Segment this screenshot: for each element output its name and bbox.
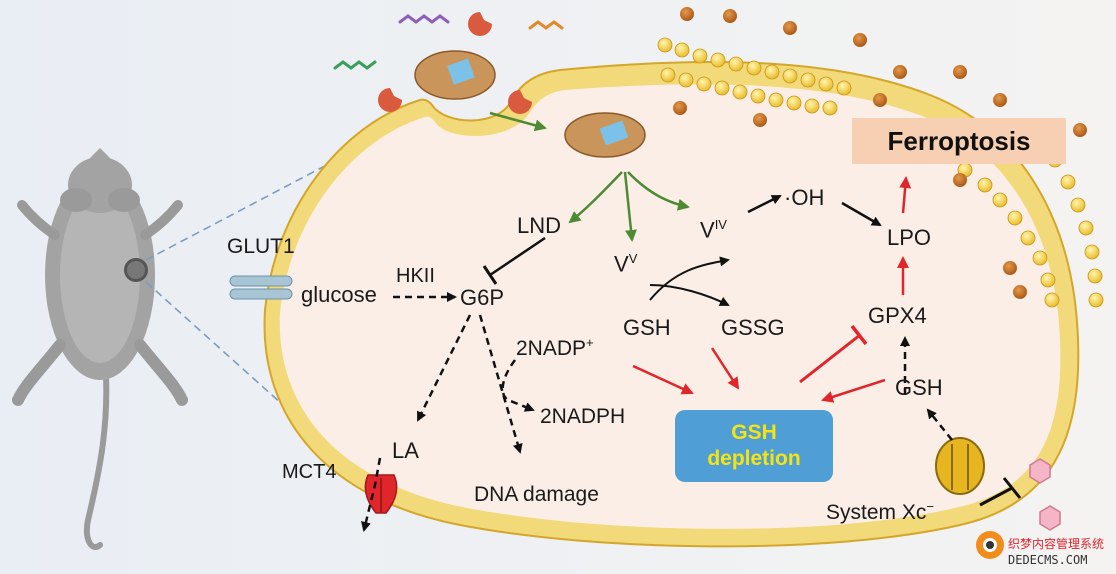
lipid-bilayer [657, 7, 1104, 308]
watermark-text-cn: 织梦内容管理系统 [1008, 537, 1105, 551]
watermark-text-en: DEDECMS.COM [1008, 553, 1088, 567]
label-v5: VV [614, 252, 637, 275]
label-system-xc: System Xc− [826, 500, 934, 523]
pacman-particles [378, 12, 532, 114]
label-glucose: glucose [301, 282, 377, 307]
nanoparticle-outside [414, 50, 496, 100]
arrow-to-lnd [568, 171, 623, 224]
mct4-transporter [364, 474, 398, 514]
label-la: LA [392, 438, 419, 463]
hexagon-molecules [1029, 458, 1061, 531]
arrow-v4-to-oh [747, 194, 782, 214]
label-dna-damage: DNA damage [474, 483, 599, 506]
mouse-illustration [12, 148, 188, 550]
v5-base: V [614, 251, 629, 277]
gsh-depletion-line1: GSH [731, 420, 777, 444]
arrow-uptake [489, 111, 547, 132]
label-hkii: HKII [396, 265, 435, 287]
red-arrows [632, 176, 912, 403]
gsh-depletion-line2: depletion [707, 447, 801, 470]
nanoparticle-inside [564, 112, 646, 158]
nadp-sup: + [586, 335, 594, 350]
cell-membrane [263, 61, 1080, 548]
v4-sup: IV [714, 217, 727, 232]
label-g6p: G6P [460, 285, 505, 310]
nadp-base: 2NADP [516, 337, 587, 360]
v5-sup: V [628, 251, 638, 266]
label-mct4: MCT4 [282, 461, 337, 483]
system-xc-transporter [935, 437, 985, 495]
arrow-gsh-to-gssg [649, 284, 730, 306]
arrow-v5-to-v4 [649, 256, 730, 301]
label-lnd: LND [517, 213, 562, 238]
zoom-line-top [145, 157, 341, 261]
peptide-chains [333, 14, 564, 70]
dashed-arrows [361, 292, 953, 532]
v4-base: V [700, 217, 715, 243]
label-gsh-left: GSH [623, 315, 671, 340]
xc-sup: − [926, 499, 934, 514]
label-gssg: GSSG [721, 315, 785, 340]
label-oh: ·OH [784, 185, 825, 210]
gsh-depletion-box: GSH depletion [675, 410, 833, 482]
inhibit-lnd-g6p [482, 236, 546, 285]
label-gsh-right: GSH [895, 375, 943, 400]
inhibitor-symbol [979, 477, 1022, 507]
label-nadp: 2NADP+ [516, 336, 594, 359]
label-nadph: 2NADPH [540, 405, 626, 428]
arrow-to-v4 [627, 171, 690, 211]
ferroptosis-label: Ferroptosis [852, 118, 1066, 164]
watermark-logo [976, 531, 1004, 559]
label-glut1: GLUT1 [227, 235, 295, 258]
label-lpo: LPO [887, 225, 932, 250]
arrow-oh-to-lpo [841, 201, 882, 227]
inhibit-gsh-gpx4 [799, 324, 868, 384]
arrow-to-v5 [623, 171, 637, 242]
xc-base: System Xc [826, 501, 927, 524]
label-v4: VIV [700, 218, 727, 241]
label-gpx4: GPX4 [868, 303, 927, 328]
glut1-transporter [229, 275, 293, 300]
